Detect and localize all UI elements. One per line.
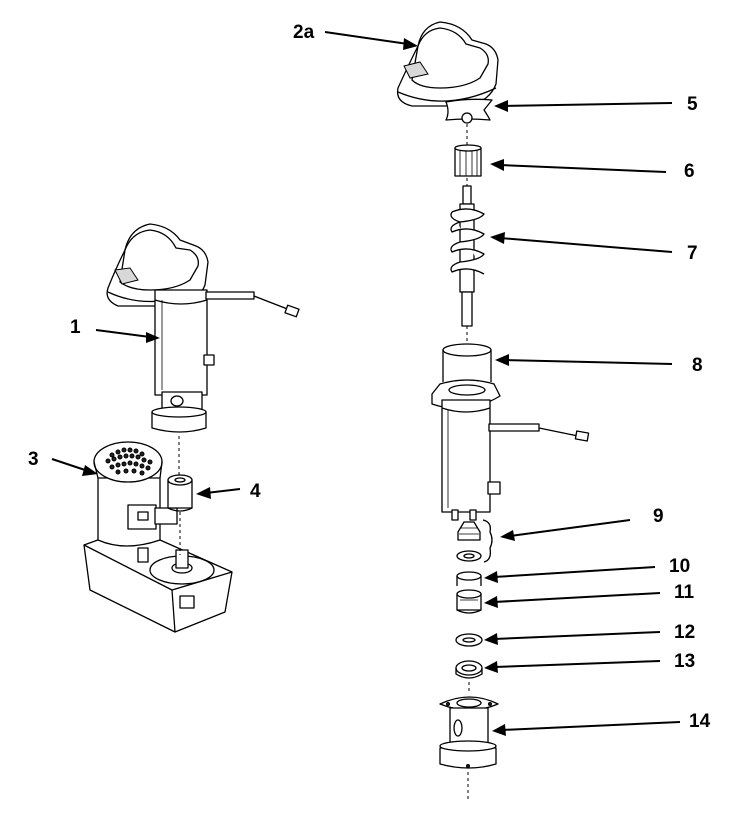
- part-10-sleeve: [456, 571, 482, 586]
- callout-label-13: 13: [674, 651, 695, 672]
- callout-label-4: 4: [250, 481, 261, 502]
- part-14-mount: [439, 696, 499, 769]
- callout-label-7: 7: [687, 243, 698, 264]
- callout-label-8: 8: [692, 355, 703, 376]
- callout-label-5: 5: [687, 94, 698, 115]
- part-7-auger: [450, 185, 485, 327]
- callout-arrows: [51, 31, 681, 736]
- part-5-gasket: [445, 98, 493, 124]
- part-12-ring: [455, 633, 483, 647]
- part-4-coupling: [167, 474, 193, 512]
- callout-label-6: 6: [684, 161, 695, 182]
- part-9-seal: [456, 519, 493, 563]
- part-11-bushing: [456, 589, 482, 614]
- part-13-bearing: [455, 660, 483, 679]
- callout-label-12: 12: [674, 622, 695, 643]
- callout-label-3: 3: [28, 449, 39, 470]
- callout-label-1: 1: [70, 317, 81, 338]
- callout-label-14: 14: [689, 711, 711, 732]
- callout-label-2a: 2a: [293, 22, 315, 43]
- part-6-gear: [454, 144, 482, 177]
- part-2a-head: [396, 21, 499, 110]
- callout-label-9: 9: [653, 506, 664, 527]
- part-1-assembly: [106, 223, 300, 433]
- callout-label-10: 10: [669, 556, 690, 577]
- part-8-barrel: [431, 343, 590, 521]
- callout-label-11: 11: [674, 582, 695, 603]
- part-3-motor: [83, 441, 233, 633]
